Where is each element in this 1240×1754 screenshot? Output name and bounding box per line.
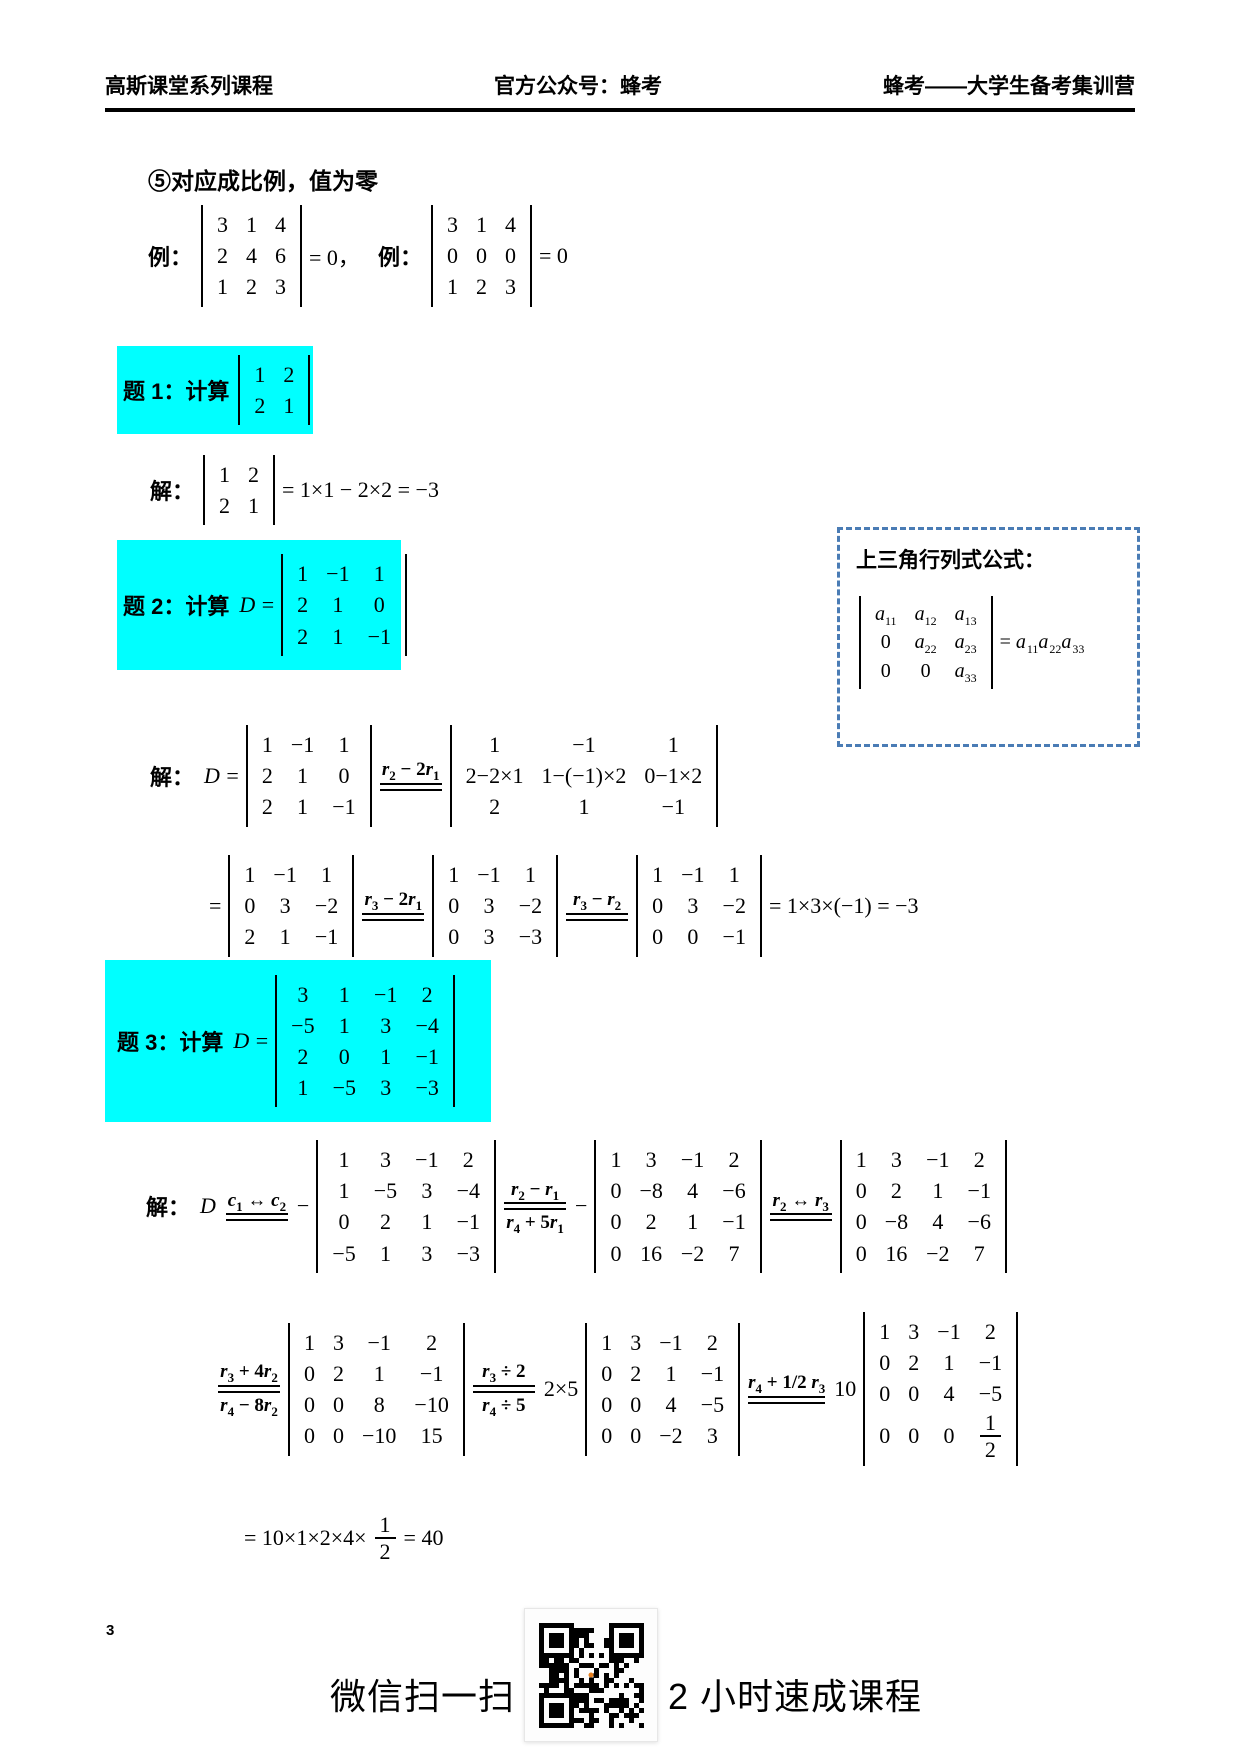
solution1-label: 解： (150, 479, 195, 505)
row-operation: r2 − 2r1 (379, 759, 442, 793)
scalar-factor: 2×5 (543, 1376, 579, 1402)
problem3-title: 题 3：计算 (117, 1030, 224, 1055)
page-header: 高斯课堂系列课程 官方公众号：蜂考 蜂考——大学生备考集训营 (105, 70, 1135, 112)
section5-heading: ⑤对应成比例，值为零 (148, 168, 378, 194)
final-post: = 40 (403, 1525, 444, 1551)
problem2-dvar: D = (239, 592, 275, 617)
example-label-1: 例： (148, 244, 193, 270)
problem3-dvar: D = (233, 1028, 269, 1053)
solution2-label: 解： (150, 764, 195, 790)
row-operation: r3 − 2r1 (362, 889, 425, 923)
qr-card (524, 1608, 658, 1742)
example-eq-1: = 0， (309, 244, 360, 270)
solution3-label: 解： (146, 1195, 191, 1221)
example-eq-2: = 0 (538, 242, 568, 268)
row-operation: r2 ↔ r3 (769, 1190, 832, 1224)
camp-title: 蜂考——大学生备考集训营 (883, 75, 1135, 98)
row-operation: r4 + 1/2 r3 (748, 1372, 826, 1406)
solution1-result: = 1×1 − 2×2 = −3 (282, 477, 439, 503)
minus-sign: − (575, 1193, 588, 1219)
minus-sign: − (296, 1193, 310, 1219)
column-operation: c1 ↔ c2 (225, 1190, 288, 1224)
triangle-box-title: 上三角行列式公式： (856, 549, 1045, 572)
equals-sign: = (209, 892, 222, 918)
page-number: 3 (106, 1622, 115, 1639)
wechat-scan-label: 微信扫一扫 (330, 1676, 516, 1717)
row-operation: r3 − r2 (566, 889, 629, 923)
example-label-2: 例： (377, 244, 422, 270)
solution2-result: = 1×3×(−1) = −3 (768, 892, 919, 918)
solution3-dvar: D (200, 1193, 216, 1219)
course-label: 2 小时速成课程 (668, 1676, 923, 1717)
scalar-factor: 10 (834, 1376, 857, 1402)
qr-code (538, 1622, 644, 1728)
course-series-title: 高斯课堂系列课程 (105, 75, 273, 98)
final-pre: = 10×1×2×4× (244, 1525, 367, 1551)
problem2-title: 题 2：计算 (123, 594, 230, 619)
official-account-title: 官方公众号：蜂考 (494, 75, 662, 98)
triangle-rhs: = a11a22a33 (999, 631, 1085, 657)
qr-logo (588, 1672, 594, 1678)
problem1-title: 题 1：计算 (123, 379, 230, 404)
solution2-prefix: D = (204, 762, 239, 788)
